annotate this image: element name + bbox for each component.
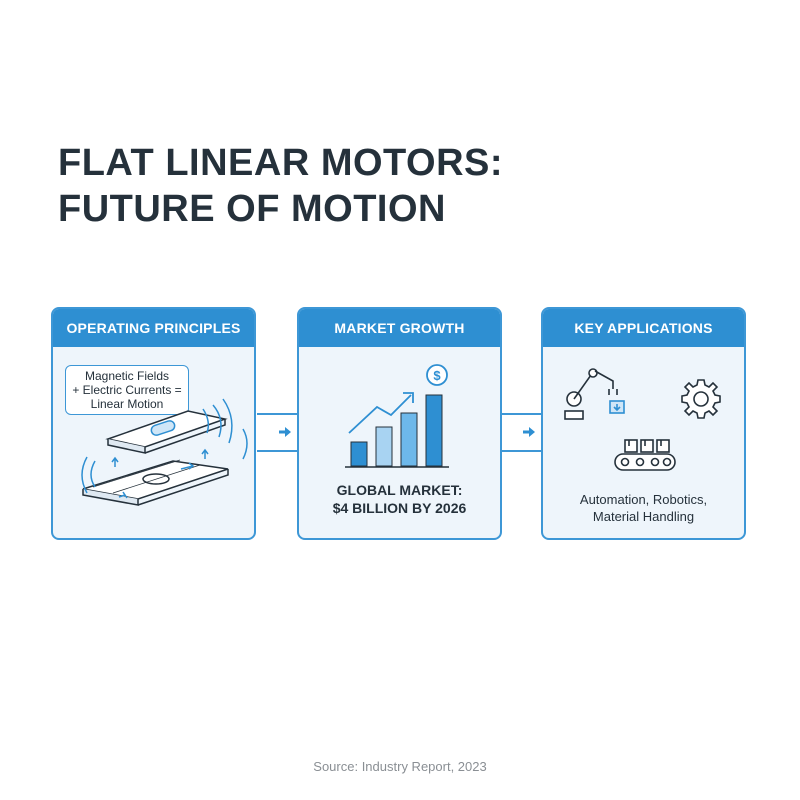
callout-line: Linear Motion bbox=[90, 397, 164, 411]
flow-connector-1 bbox=[257, 413, 297, 452]
panel-market-growth: MARKET GROWTH $ GLOBAL MARKET: $4 BILLIO… bbox=[297, 307, 502, 540]
applications-label: Automation, Robotics, Material Handling bbox=[543, 491, 744, 525]
applications-label-line: Material Handling bbox=[592, 509, 695, 524]
market-value-label: GLOBAL MARKET: $4 BILLION BY 2026 bbox=[299, 481, 500, 517]
gear-icon bbox=[681, 379, 721, 419]
panel-operating-principles: OPERATING PRINCIPLES Magnetic Fields + E… bbox=[51, 307, 256, 540]
linear-motor-illustration bbox=[81, 398, 248, 506]
applications-icons bbox=[564, 368, 721, 471]
callout-line: Magnetic Fields bbox=[84, 369, 170, 383]
dollar-icon: $ bbox=[426, 364, 448, 386]
flow-connector-2 bbox=[501, 413, 541, 452]
applications-label-line: Automation, Robotics, bbox=[579, 492, 708, 507]
growth-bar-chart-icon: $ bbox=[345, 364, 449, 468]
callout-line: + Electric Currents = bbox=[72, 383, 182, 397]
title-line-2: FUTURE OF MOTION bbox=[58, 188, 446, 230]
panel-key-applications: KEY APPLICATIONS Automat bbox=[541, 307, 746, 540]
svg-text:$: $ bbox=[433, 368, 441, 383]
panel-header: KEY APPLICATIONS bbox=[543, 309, 744, 347]
market-label-line: $4 BILLION BY 2026 bbox=[332, 500, 467, 516]
market-label-line: GLOBAL MARKET: bbox=[336, 482, 463, 498]
callout-box: Magnetic Fields + Electric Currents = Li… bbox=[65, 365, 189, 415]
robot-arm-icon bbox=[564, 368, 625, 420]
conveyor-belt-icon bbox=[614, 439, 676, 471]
panel-header: MARKET GROWTH bbox=[299, 309, 500, 347]
page-title: FLAT LINEAR MOTORS: FUTURE OF MOTION bbox=[58, 140, 503, 232]
panel-header: OPERATING PRINCIPLES bbox=[53, 309, 254, 347]
title-line-1: FLAT LINEAR MOTORS: bbox=[58, 142, 504, 184]
source-note: Source: Industry Report, 2023 bbox=[313, 759, 487, 774]
